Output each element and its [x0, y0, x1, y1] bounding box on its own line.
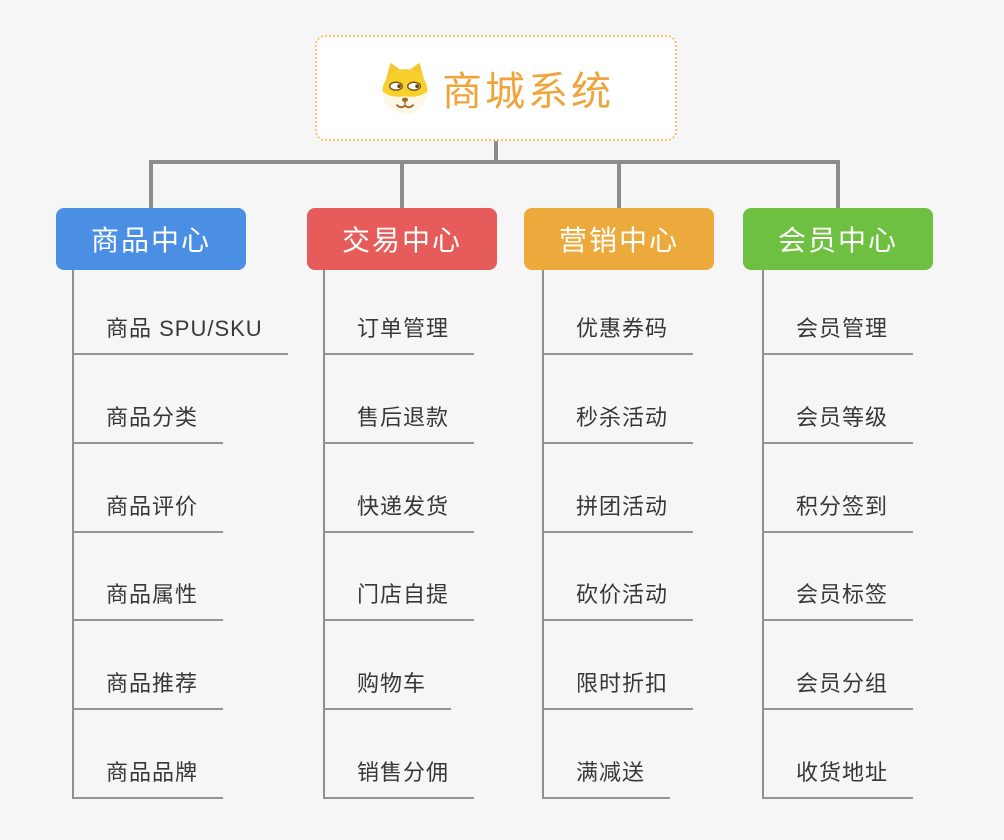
leaf-node[interactable]: 秒杀活动 — [542, 404, 694, 444]
branch-node-trade-center[interactable]: 交易中心 — [307, 208, 497, 270]
leaf-node[interactable]: 订单管理 — [323, 315, 475, 355]
leaf-node[interactable]: 商品推荐 — [72, 670, 224, 710]
leaf-node[interactable]: 会员管理 — [762, 315, 914, 355]
leaf-node[interactable]: 会员标签 — [762, 581, 914, 621]
leaf-node[interactable]: 满减送 — [542, 759, 671, 799]
leaf-spine-line — [762, 270, 764, 799]
branch-node-goods-center[interactable]: 商品中心 — [56, 208, 246, 270]
leaf-node[interactable]: 门店自提 — [323, 581, 475, 621]
leaf-node[interactable]: 优惠券码 — [542, 315, 694, 355]
leaf-node[interactable]: 积分签到 — [762, 493, 914, 533]
branch-node-marketing-center[interactable]: 营销中心 — [524, 208, 714, 270]
leaf-node[interactable]: 快递发货 — [323, 493, 475, 533]
root-node-mall-system[interactable]: 商城系统 — [315, 35, 677, 141]
leaf-node[interactable]: 商品评价 — [72, 493, 224, 533]
leaf-node[interactable]: 销售分佣 — [323, 759, 475, 799]
doge-face-icon — [382, 62, 428, 115]
leaf-node[interactable]: 限时折扣 — [542, 670, 694, 710]
leaf-node[interactable]: 商品 SPU/SKU — [72, 315, 288, 355]
branch-drop-line — [617, 160, 621, 208]
leaf-spine-line — [72, 270, 74, 799]
leaf-node[interactable]: 商品分类 — [72, 404, 224, 444]
root-connector-line — [494, 141, 498, 162]
leaf-node[interactable]: 砍价活动 — [542, 581, 694, 621]
branch-drop-line — [400, 160, 404, 208]
branch-node-member-center[interactable]: 会员中心 — [743, 208, 933, 270]
leaf-node[interactable]: 商品品牌 — [72, 759, 224, 799]
branch-drop-line — [836, 160, 840, 208]
leaf-node[interactable]: 购物车 — [323, 670, 452, 710]
leaf-node[interactable]: 商品属性 — [72, 581, 224, 621]
leaf-node[interactable]: 会员等级 — [762, 404, 914, 444]
leaf-spine-line — [323, 270, 325, 799]
leaf-node[interactable]: 会员分组 — [762, 670, 914, 710]
leaf-node[interactable]: 收货地址 — [762, 759, 914, 799]
branch-drop-line — [149, 160, 153, 208]
root-node-title: 商城系统 — [442, 70, 614, 114]
leaf-node[interactable]: 售后退款 — [323, 404, 475, 444]
branch-bus-line — [149, 160, 840, 164]
leaf-spine-line — [542, 270, 544, 799]
leaf-node[interactable]: 拼团活动 — [542, 493, 694, 533]
